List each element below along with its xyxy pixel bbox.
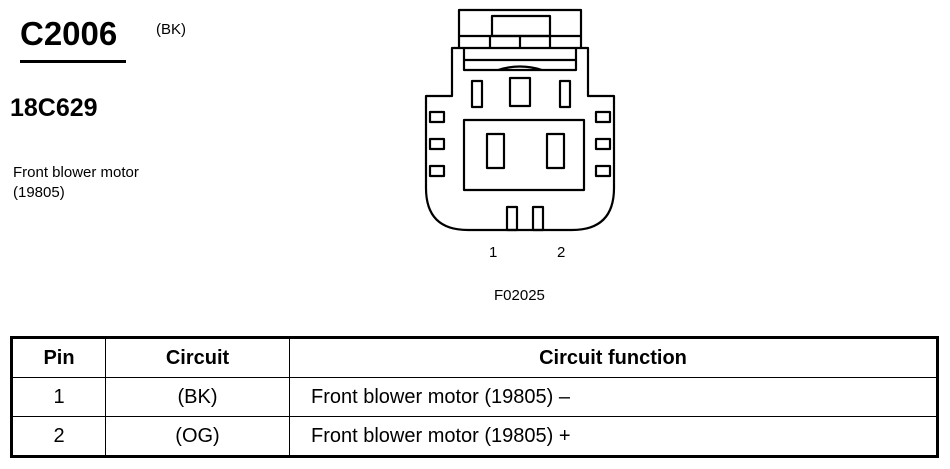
rib-left-2	[428, 137, 446, 151]
header-pin: Pin	[11, 337, 106, 378]
header-circuit-function: Circuit function	[289, 337, 938, 378]
table-header-row: Pin Circuit Circuit function	[11, 337, 938, 378]
connector-id: C2006	[20, 15, 118, 52]
terminal-2	[531, 205, 545, 232]
connector-color: (BK)	[156, 21, 186, 38]
upper-slot-left	[470, 79, 484, 109]
pin-label-2: 2	[557, 244, 566, 261]
cell-circuit-function: Front blower motor (19805) –	[289, 377, 938, 417]
rib-right-2	[594, 137, 612, 151]
table-row: 2 (OG) Front blower motor (19805) +	[11, 416, 938, 457]
connector-face-drawing	[424, 8, 616, 232]
rib-left-1	[428, 110, 446, 124]
rib-right-1	[594, 110, 612, 124]
table-row: 1 (BK) Front blower motor (19805) –	[11, 377, 938, 417]
part-number: 18C629	[10, 94, 98, 122]
mating-face	[462, 118, 586, 192]
terminal-1	[505, 205, 519, 232]
pinout-table: Pin Circuit Circuit function 1 (BK) Fron…	[10, 336, 939, 458]
pin-cavity-1	[485, 132, 506, 170]
rib-left-3	[428, 164, 446, 178]
upper-slot-right	[558, 79, 572, 109]
description-line-1: Front blower motor	[13, 164, 139, 181]
pin-label-1: 1	[489, 244, 498, 261]
cell-circuit: (OG)	[105, 416, 290, 457]
upper-slot-center	[508, 76, 532, 108]
latch-frame	[459, 34, 581, 50]
figure-code: F02025	[494, 287, 545, 304]
connector-id-underline	[20, 60, 126, 63]
rib-right-3	[594, 164, 612, 178]
description-line-2: (19805)	[13, 184, 65, 201]
header-circuit: Circuit	[105, 337, 290, 378]
latch-top	[490, 14, 552, 38]
housing-outline	[424, 8, 616, 232]
cell-circuit-function: Front blower motor (19805) +	[289, 416, 938, 457]
pin-cavity-2	[545, 132, 566, 170]
connector-description: Front blower motor (19805)	[13, 163, 139, 203]
cell-circuit: (BK)	[105, 377, 290, 417]
cell-pin: 1	[11, 377, 106, 417]
latch-step	[462, 48, 578, 72]
cell-pin: 2	[11, 416, 106, 457]
